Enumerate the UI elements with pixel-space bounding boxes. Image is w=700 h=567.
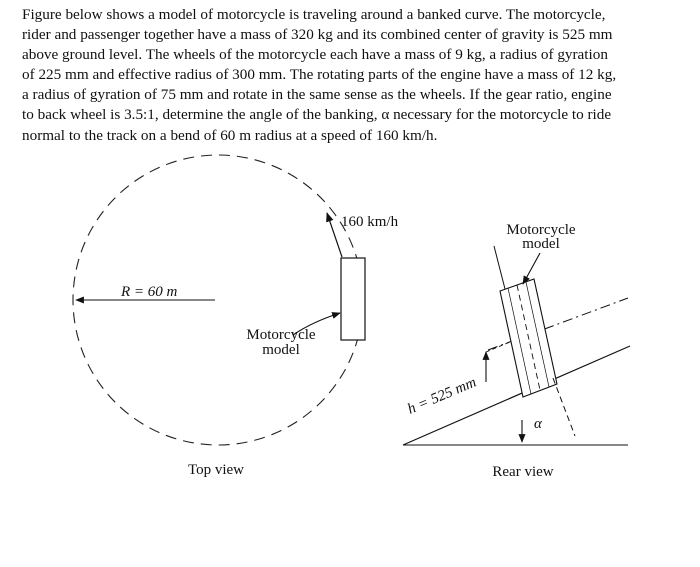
rear-model-label-1: Motorcycle: [506, 222, 575, 238]
model-label-2: model: [262, 342, 300, 358]
velocity-arrow: [326, 212, 343, 258]
problem-statement: Figure below shows a model of motorcycle…: [22, 5, 690, 146]
normal-dashed-line: [552, 377, 576, 437]
speed-label: 160 km/h: [341, 214, 399, 230]
angle-label: α: [534, 416, 543, 432]
problem-line: above ground level. The wheels of the mo…: [22, 46, 608, 64]
motorcycle-inner-left: [507, 287, 532, 395]
model-label-1: Motorcycle: [246, 327, 315, 343]
problem-line: normal to the track on a bend of 60 m ra…: [22, 126, 438, 144]
problem-line: rider and passenger together have a mass…: [22, 26, 613, 44]
problem-line: of 225 mm and effective radius of 300 mm…: [22, 66, 617, 84]
motorcycle-model-rect: [340, 257, 366, 341]
banked-track-line: [402, 345, 631, 446]
top-view: R = 60 m 160 km/h Motorcycle model Top v…: [72, 154, 399, 478]
model-leader: [292, 312, 341, 336]
problem-line: a radius of gyration of 75 mm and rotate…: [22, 86, 612, 104]
motorcycle-inner-right: [525, 281, 550, 388]
rear-model-label-2: model: [522, 236, 560, 252]
problem-line: Figure below shows a model of motorcycle…: [22, 6, 606, 23]
height-label: h = 525 mm: [405, 374, 479, 417]
rear-view: Motorcycle model h = 525 mm α Rear view: [402, 222, 631, 480]
radius-label: R = 60 m: [120, 284, 178, 300]
motorcycle-centerline: [516, 284, 541, 391]
top-view-caption: Top view: [188, 462, 244, 478]
upper-extension-line: [493, 245, 506, 290]
problem-line: to back wheel is 3.5:1, determine the an…: [22, 106, 612, 124]
rear-model-leader: [522, 252, 541, 285]
height-ref-line: [485, 341, 511, 353]
rear-view-caption: Rear view: [492, 464, 553, 480]
